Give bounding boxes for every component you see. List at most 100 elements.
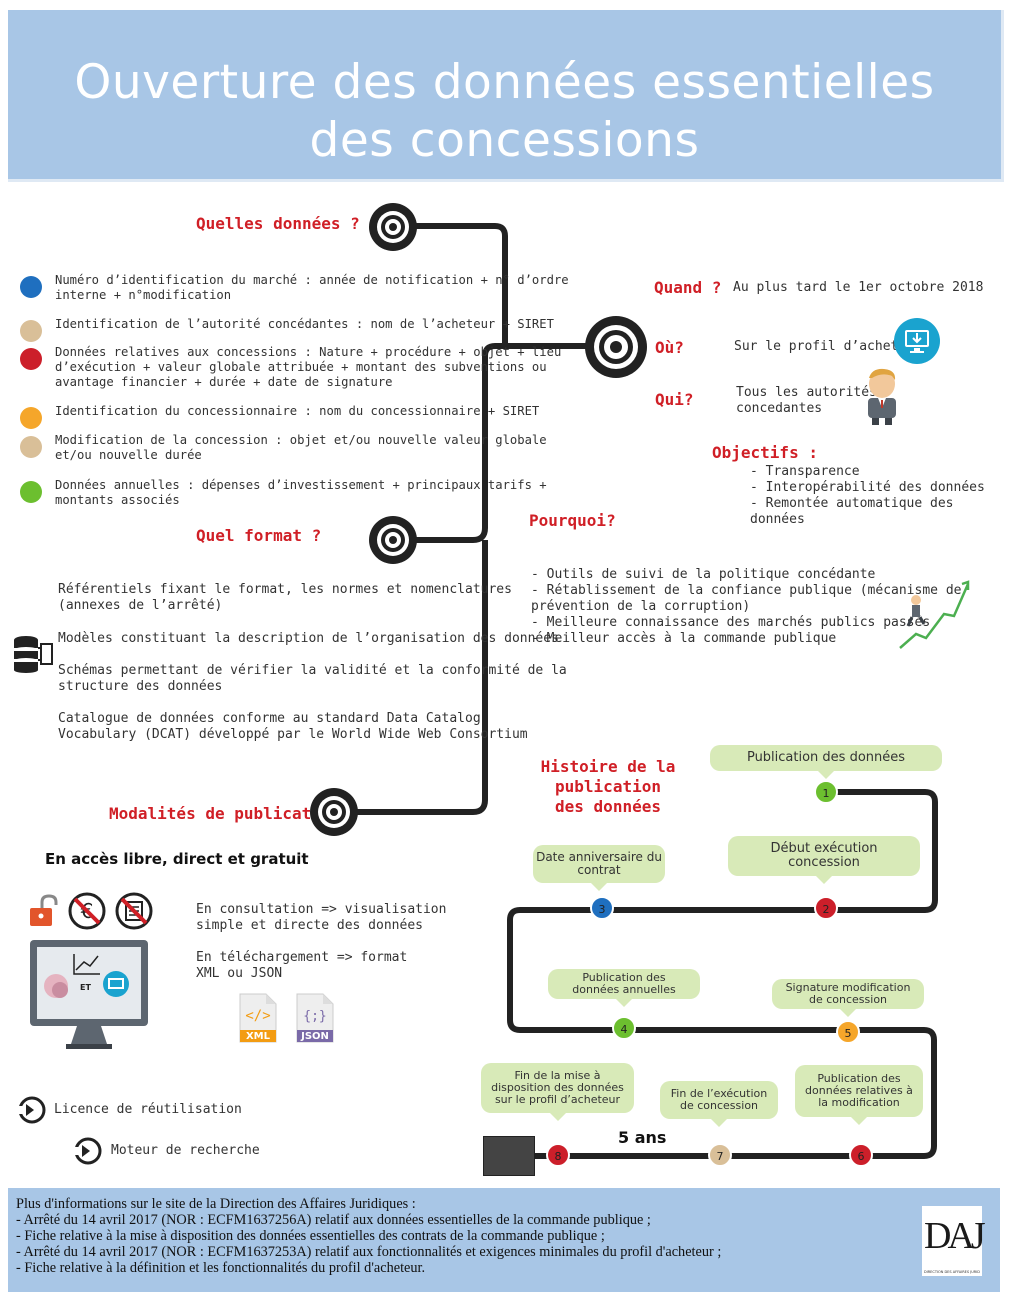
pourquoi-line: - Rétablissement de la confiance publiqu… — [531, 583, 962, 598]
target-icon — [369, 203, 417, 251]
timeline-bubble-text: Publication des données — [747, 751, 905, 765]
footer-line[interactable]: - Arrêté du 14 avril 2017 (NOR : ECFM163… — [16, 1244, 722, 1260]
open-lock-icon — [26, 894, 62, 928]
target-icon — [585, 316, 647, 378]
end-block — [483, 1136, 535, 1176]
data-item: Données relatives aux concessions : Natu… — [55, 345, 561, 390]
quel-format-heading: Quel format ? — [196, 526, 322, 545]
timeline-bubble-line: Début exécution — [770, 841, 878, 856]
target-icon — [310, 788, 358, 836]
xml-label: XML — [245, 1031, 271, 1042]
format-item-2: Modèles constituant la description de l’… — [58, 631, 559, 647]
timeline-bubble-line: sur le profil d’acheteur — [494, 1093, 621, 1106]
footer-line[interactable]: - Fiche relative à la définition et les … — [16, 1260, 426, 1276]
consultation-line: simple et directe des données — [196, 918, 423, 933]
objectifs-heading: Objectifs : — [712, 443, 818, 462]
timeline-bubble-line: disposition des données — [491, 1081, 624, 1094]
timeline-bubble-line: de concession — [808, 993, 888, 1006]
page-title: Ouverture des données essentielles des c… — [8, 54, 1001, 170]
quand-value: Au plus tard le 1er octobre 2018 — [733, 280, 984, 295]
consultation-text: En consultation => visualisation simple … — [196, 902, 446, 934]
growth-chart-icon — [896, 578, 972, 652]
bullet-dot-icon — [20, 320, 42, 342]
footer-line[interactable]: - Arrêté du 14 avril 2017 (NOR : ECFM163… — [16, 1212, 651, 1228]
title-line-1: Ouverture des données essentielles — [74, 55, 935, 110]
timeline-bubble-line: Fin de l’exécution — [670, 1087, 768, 1100]
data-item-line: interne + n°modification — [55, 288, 232, 302]
format-line: structure des données — [58, 679, 223, 694]
arrow-right-icon — [18, 1096, 46, 1124]
title-line-2: des concessions — [309, 113, 700, 168]
format-item-1: Référentiels fixant le format, les norme… — [58, 582, 512, 614]
format-line: Catalogue de données conforme au standar… — [58, 711, 481, 726]
pourquoi-line: prévention de la corruption) — [531, 599, 751, 614]
timeline-bubble-line: concession — [788, 855, 860, 870]
timeline-bubble-line: Signature modification — [785, 981, 911, 994]
licence-text: Licence de réutilisation — [54, 1102, 242, 1117]
timeline-step-marker: 1 — [814, 780, 838, 804]
footer-line[interactable]: - Fiche relative à la mise à disposition… — [16, 1228, 605, 1244]
format-item-3: Schémas permettant de vérifier la validi… — [58, 663, 567, 695]
objectifs-list: - Transparence - Interopérabilité des do… — [750, 464, 1015, 528]
title-banner: Ouverture des données essentielles des c… — [8, 10, 1004, 182]
ou-value: Sur le profil d’acheteur — [734, 339, 922, 354]
timeline-step-marker: 5 — [836, 1020, 860, 1044]
duration-label: 5 ans — [618, 1128, 667, 1147]
timeline-bubble-line: Publication des données — [746, 750, 906, 765]
quand-label: Quand ? — [654, 278, 722, 297]
timeline-bubble-line: la modification — [818, 1096, 900, 1109]
timeline-bubble-line: Date anniversaire du — [536, 850, 662, 864]
moteur-text: Moteur de recherche — [111, 1143, 260, 1158]
qui-line-2: concedantes — [736, 401, 823, 416]
json-file-icon: {;} — [295, 992, 335, 1044]
timeline-bubble-line: données annuelles — [572, 983, 676, 996]
timeline-bubble-line: données relatives à — [805, 1084, 913, 1097]
bullet-dot-icon — [20, 436, 42, 458]
timeline-step-marker: 7 — [708, 1143, 732, 1167]
modalites-heading: Modalités de publication — [109, 804, 341, 823]
businessman-icon — [862, 366, 902, 426]
data-item-line: et/ou nouvelle durée — [55, 448, 202, 462]
no-form-icon — [114, 891, 154, 931]
objectif-item: - Interopérabilité des données — [750, 480, 985, 495]
no-euro-icon: € — [67, 891, 107, 931]
objectif-item: - Remontée automatique des données — [750, 496, 954, 527]
timeline-step-marker: 4 — [612, 1016, 636, 1040]
screen-et-label: ET — [80, 983, 91, 992]
timeline-bubble: Publication des données — [710, 745, 942, 779]
bullet-dot-icon — [20, 276, 42, 298]
data-item: Numéro d’identification du marché : anné… — [55, 273, 569, 303]
daj-logo: DAJ DIRECTION DES AFFAIRES JURIDIQUES — [922, 1206, 986, 1276]
qui-value: Tous les autorités concedantes — [736, 385, 877, 417]
timeline-step-marker: 2 — [814, 896, 838, 920]
data-item-line: Identification du concessionnaire : nom … — [55, 404, 540, 418]
pourquoi-line: - Meilleure connaissance des marchés pub… — [531, 615, 931, 630]
histoire-heading: Histoire de la publication des données — [510, 757, 706, 817]
histoire-heading-line: Histoire de la publication — [540, 757, 676, 796]
telechargement-line: XML ou JSON — [196, 966, 283, 981]
download-monitor-icon — [894, 318, 940, 364]
format-line: Vocabulary (DCAT) développé par le World… — [58, 727, 528, 742]
qui-label: Qui? — [655, 390, 694, 409]
pourquoi-heading: Pourquoi? — [529, 511, 616, 530]
pourquoi-line: - Outils de suivi de la politique concéd… — [531, 567, 876, 582]
computer-screen-icon — [30, 940, 150, 1052]
telechargement-line: En téléchargement => format — [196, 950, 408, 965]
pourquoi-list: - Outils de suivi de la politique concéd… — [531, 567, 961, 647]
database-icon — [12, 634, 54, 674]
timeline-bubble-line: contrat — [577, 863, 621, 877]
consultation-line: En consultation => visualisation — [196, 902, 447, 917]
data-item-line: avantage financier + durée + date de sig… — [55, 375, 393, 389]
ou-label: Où? — [655, 338, 684, 357]
data-item: Identification de l’autorité concédantes… — [55, 317, 554, 332]
